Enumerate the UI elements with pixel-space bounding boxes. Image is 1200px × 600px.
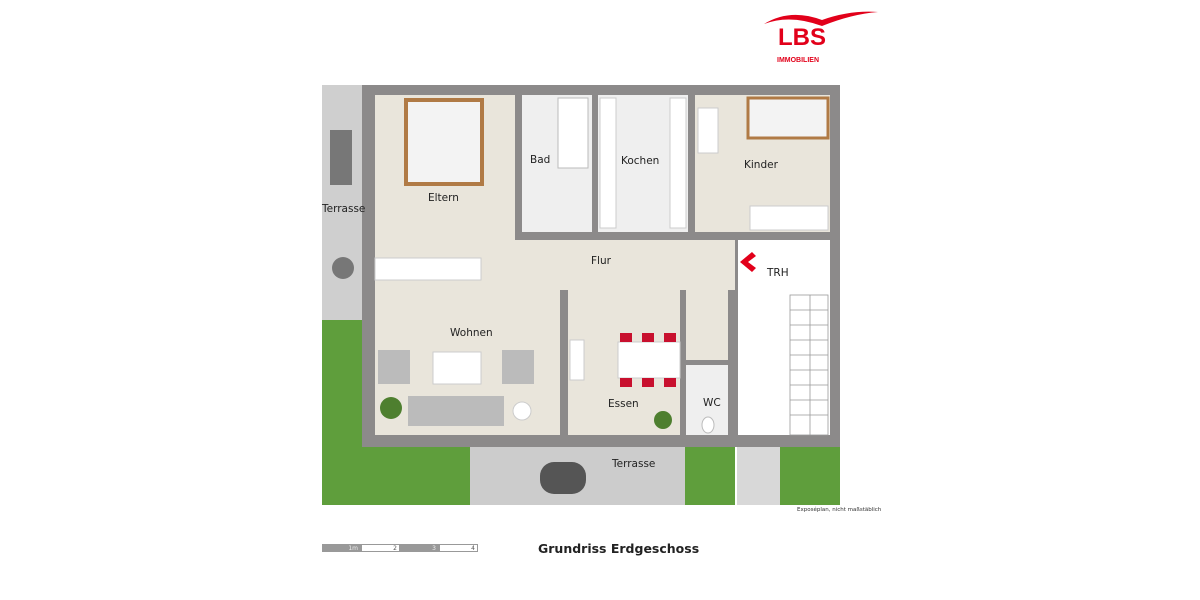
label-wc: WC bbox=[703, 397, 721, 409]
chair bbox=[642, 378, 654, 387]
bed bbox=[746, 96, 830, 140]
armchair bbox=[502, 350, 534, 384]
svg-text:IMMOBILIEN: IMMOBILIEN bbox=[777, 57, 819, 64]
label-kochen: Kochen bbox=[621, 155, 659, 167]
sofa bbox=[408, 396, 504, 426]
label-wohnen: Wohnen bbox=[450, 327, 493, 339]
label-trh: TRH bbox=[766, 267, 789, 279]
label-flur: Flur bbox=[591, 255, 612, 267]
cabinet bbox=[569, 339, 585, 381]
sun-lounger bbox=[330, 130, 352, 185]
dining-table bbox=[617, 341, 681, 379]
wardrobe bbox=[749, 205, 829, 231]
terrace-left-paving bbox=[322, 85, 364, 320]
room-trh bbox=[738, 240, 830, 435]
entrance-steps bbox=[737, 445, 780, 505]
entrance-arrow-icon bbox=[740, 252, 756, 272]
label-essen: Essen bbox=[608, 398, 639, 410]
plant bbox=[654, 411, 672, 429]
plan-title: Grundriss Erdgeschoss bbox=[538, 541, 700, 556]
plant bbox=[380, 397, 402, 419]
kitchen-counter bbox=[599, 97, 617, 229]
kitchen-counter bbox=[669, 97, 687, 229]
bathtub bbox=[557, 97, 589, 169]
outdoor-table bbox=[332, 257, 354, 279]
side-table bbox=[512, 401, 532, 421]
lbs-logo: LBS IMMOBILIEN bbox=[760, 6, 885, 66]
label-terrasse-left: Terrasse bbox=[321, 203, 365, 215]
chair bbox=[620, 333, 632, 342]
label-kinder: Kinder bbox=[744, 159, 779, 171]
scale-segment: 3 bbox=[400, 544, 439, 552]
scale-segment: 4 bbox=[439, 544, 478, 552]
grass-area bbox=[780, 445, 840, 505]
chair bbox=[642, 333, 654, 342]
toilet bbox=[701, 416, 715, 434]
chair bbox=[664, 333, 676, 342]
scale-segment: 2 bbox=[361, 544, 400, 552]
coffee-table bbox=[432, 351, 482, 385]
label-eltern: Eltern bbox=[428, 192, 459, 204]
chair bbox=[664, 378, 676, 387]
bed-mattress bbox=[408, 102, 480, 182]
room-flur-ext bbox=[686, 290, 728, 360]
chair bbox=[620, 378, 632, 387]
label-terrasse-bottom: Terrasse bbox=[611, 458, 655, 470]
svg-text:LBS: LBS bbox=[778, 24, 826, 51]
staircase bbox=[789, 294, 829, 436]
grass-area bbox=[685, 445, 735, 505]
desk bbox=[697, 107, 719, 154]
scale-segment: 1m bbox=[322, 544, 361, 552]
scale-bar: 1m 2 3 4 bbox=[322, 544, 478, 552]
sideboard bbox=[374, 257, 482, 281]
armchair bbox=[378, 350, 410, 384]
disclaimer-note: Exposéplan, nicht maßstäblich bbox=[797, 507, 882, 513]
outdoor-table bbox=[540, 462, 586, 494]
label-bad: Bad bbox=[530, 154, 550, 166]
